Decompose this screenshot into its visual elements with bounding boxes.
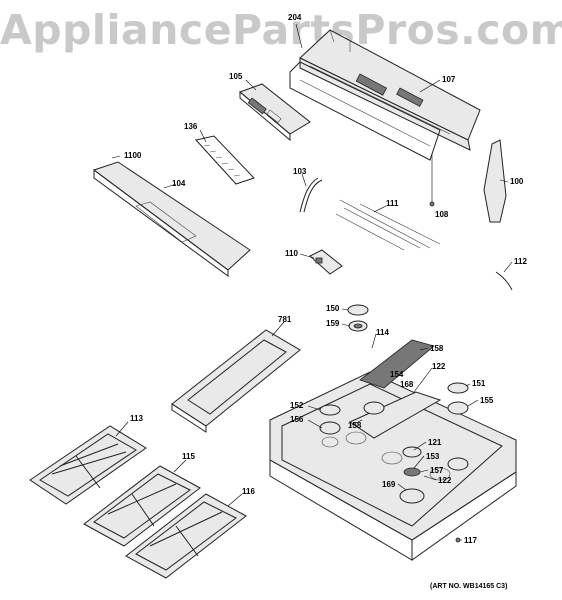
- part-label-150: 150: [326, 304, 340, 313]
- burner-cap-151: [447, 382, 469, 394]
- membrane-switch: [195, 135, 255, 185]
- part-label-105: 105: [229, 72, 243, 81]
- part-label-155: 155: [480, 396, 494, 405]
- part-label-204: 204: [288, 13, 302, 22]
- part-label-159: 159: [326, 319, 340, 328]
- grate-113: [29, 425, 147, 505]
- connector-110: [309, 249, 343, 275]
- part-label-158-top: 158: [430, 344, 444, 353]
- part-label-122-top: 122: [432, 362, 446, 371]
- control-board: [239, 83, 311, 142]
- backsplash-housing: [289, 29, 481, 161]
- part-label-112: 112: [514, 257, 527, 266]
- part-label-107: 107: [442, 75, 456, 84]
- wiring-harness-111: [335, 199, 441, 251]
- part-label-151: 151: [472, 379, 486, 388]
- burner-cap-150: [347, 304, 369, 316]
- part-label-121: 121: [428, 438, 442, 447]
- part-label-117: 117: [464, 536, 477, 545]
- part-label-781: 781: [278, 315, 292, 324]
- griddle: [171, 329, 301, 433]
- burner-cap-152: [319, 404, 341, 416]
- cord-112: [495, 271, 513, 291]
- part-label-113: 113: [130, 414, 143, 423]
- part-label-111: 111: [386, 199, 399, 208]
- grate-115: [83, 465, 201, 547]
- control-panel: [92, 161, 251, 277]
- screw-108: [429, 201, 435, 207]
- part-label-154: 154: [390, 370, 404, 379]
- wire-harness-103: [299, 177, 319, 213]
- part-label-158-bottom: 158: [348, 421, 362, 430]
- part-label-169: 169: [382, 480, 396, 489]
- part-label-103: 103: [293, 167, 307, 176]
- watermark: AppliancePartsPros.com: [0, 6, 562, 54]
- art-number: (ART NO. WB14165 C3): [430, 583, 508, 590]
- part-label-100: 100: [510, 177, 524, 186]
- part-label-156: 156: [290, 415, 304, 424]
- side-trim: [483, 139, 507, 223]
- part-label-1100: 1100: [124, 151, 142, 160]
- part-label-168: 168: [400, 380, 414, 389]
- part-label-108: 108: [435, 210, 449, 219]
- part-label-152: 152: [290, 401, 304, 410]
- part-label-116: 116: [242, 487, 255, 496]
- part-label-136: 136: [184, 122, 198, 131]
- screw-117: [455, 537, 461, 543]
- part-label-153: 153: [426, 452, 440, 461]
- part-label-122-bottom: 122: [438, 476, 452, 485]
- part-label-104: 104: [172, 179, 186, 188]
- part-label-157: 157: [430, 466, 444, 475]
- part-label-115: 115: [182, 452, 195, 461]
- grate-116: [125, 493, 247, 579]
- part-label-110: 110: [285, 249, 298, 258]
- part-label-114: 114: [376, 328, 389, 337]
